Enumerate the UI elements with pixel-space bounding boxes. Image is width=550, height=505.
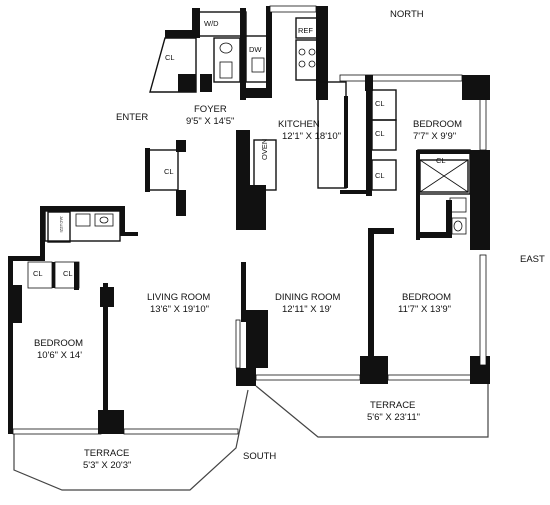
closet-label-ne-2: CL: [375, 129, 385, 138]
fixture-labels: W/D DW REF OVEN JACUZZI CL CL CL CL CL C…: [33, 19, 446, 278]
bedroom-w-dims: 10'6" X 14': [37, 350, 82, 361]
living-room-name: LIVING ROOM: [147, 292, 210, 303]
jacuzzi-label: JACUZZI: [59, 216, 64, 232]
terrace-w-dims: 5'3" X 20'3": [83, 460, 131, 471]
closet-label-ne-bath: CL: [436, 156, 446, 165]
terrace-west-outline: [13, 389, 249, 491]
bedroom-ne-name: BEDROOM: [413, 119, 462, 130]
closet-label-w-1: CL: [33, 269, 43, 278]
bedroom-ne-dims: 7'7" X 9'9": [413, 131, 456, 142]
dw-label: DW: [249, 45, 262, 54]
closet-label-ne-1: CL: [375, 99, 385, 108]
living-room-dims: 13'6" X 19'10": [150, 304, 209, 315]
enter-label: ENTER: [116, 112, 148, 123]
oven-label: OVEN: [260, 139, 269, 160]
wd-label: W/D: [204, 19, 219, 28]
closet-label-w-2: CL: [63, 269, 73, 278]
bedroom-e-dims: 11'7" X 13'9": [398, 304, 451, 315]
perimeter-walls: [8, 5, 490, 435]
kitchen-dims: 12'1" X 18'10": [282, 131, 341, 142]
terrace-e-dims: 5'6" X 23'11": [367, 412, 420, 423]
south-label: SOUTH: [243, 451, 276, 462]
closet-label-foyer: CL: [164, 167, 174, 176]
dining-room-name: DINING ROOM: [275, 292, 341, 303]
ref-label: REF: [298, 26, 313, 35]
terrace-w-name: TERRACE: [84, 448, 129, 459]
dining-room-dims: 12'11" X 19': [282, 304, 332, 315]
closet-label-foyer-nw: CL: [165, 53, 175, 62]
north-label: NORTH: [390, 9, 424, 20]
bedroom-e-name: BEDROOM: [402, 292, 451, 303]
terrace-east-outline: [255, 380, 489, 438]
kitchen-name: KITCHEN: [278, 119, 320, 130]
foyer-name: FOYER: [194, 104, 227, 115]
terrace-e-name: TERRACE: [370, 400, 415, 411]
closet-label-ne-3: CL: [375, 171, 385, 180]
bedroom-w-name: BEDROOM: [34, 338, 83, 349]
east-label: EAST: [520, 254, 545, 265]
room-labels: NORTH EAST SOUTH ENTER FOYER 9'5" X 14'5…: [34, 9, 545, 471]
foyer-dims: 9'5" X 14'5": [186, 116, 234, 127]
